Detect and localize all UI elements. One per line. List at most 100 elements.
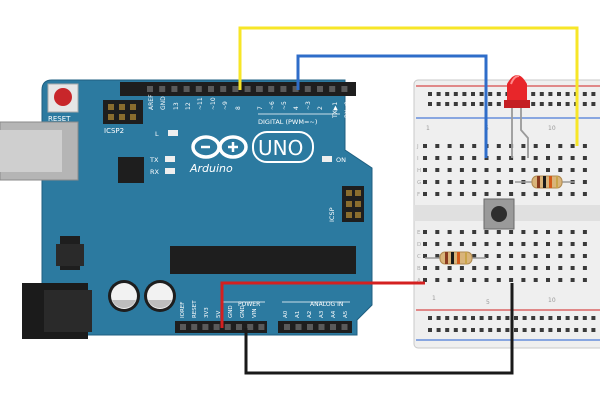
- pin-label-tx: TX▶1: [332, 102, 339, 119]
- breadboard-hole: [591, 316, 596, 320]
- breadboard-hole: [558, 168, 563, 172]
- breadboard-hole: [496, 192, 501, 196]
- power-pin-labels: IOREF RESET 3V3 5V GND GND VIN: [180, 300, 258, 318]
- top-rail-holes: [428, 92, 596, 106]
- breadboard-hole: [435, 168, 440, 172]
- resistor-top-band: [549, 176, 552, 188]
- resistor-top-band: [537, 176, 540, 188]
- breadboard-hole: [582, 168, 587, 172]
- arduino-logo-icon: [191, 135, 248, 159]
- breadboard-hole: [447, 266, 452, 270]
- push-button-cap[interactable]: [491, 206, 507, 222]
- breadboard-hole: [496, 316, 501, 320]
- digital-pin: [292, 86, 299, 92]
- tx-led: [165, 156, 175, 162]
- breadboard-hole: [570, 254, 575, 258]
- row-label: A: [417, 278, 421, 284]
- breadboard-hole: [505, 328, 510, 332]
- digital-pin: [208, 86, 214, 92]
- breadboard-hole: [472, 156, 477, 160]
- breadboard-hole: [521, 168, 526, 172]
- breadboard-hole: [423, 168, 427, 172]
- pin-label-rx: RX◀0: [344, 101, 351, 118]
- push-button[interactable]: [483, 198, 515, 230]
- breadboard-hole: [565, 102, 570, 106]
- breadboard-hole: [533, 192, 538, 196]
- pin-label-5: ~5: [281, 101, 288, 110]
- digital-header-pins: [147, 86, 348, 92]
- led-flange: [504, 100, 530, 108]
- digital-pin: [256, 86, 262, 92]
- power-label: POWER: [238, 301, 260, 308]
- breadboard-hole: [472, 144, 477, 148]
- breadboard-hole: [496, 144, 501, 148]
- pin-label-10: ~10: [210, 97, 217, 110]
- breadboard-hole: [521, 144, 526, 148]
- breadboard-hole: [445, 92, 450, 96]
- model-label: UNO: [258, 136, 303, 160]
- reset-button-cap[interactable]: [54, 88, 72, 106]
- usb-connector-inner: [0, 130, 62, 172]
- reset-label: RESET: [48, 115, 71, 123]
- breadboard-hole: [522, 316, 527, 320]
- breadboard-hole: [570, 278, 575, 282]
- breadboard-hole: [574, 328, 579, 332]
- analog-label: ANALOG IN: [310, 301, 343, 308]
- breadboard-hole: [496, 156, 501, 160]
- breadboard-hole: [445, 102, 450, 106]
- breadboard-hole: [471, 328, 475, 332]
- usb-controller-chip: [118, 157, 144, 183]
- row-label: E: [417, 230, 421, 236]
- pin-label-a4: A4: [331, 310, 337, 318]
- pin-label-a2: A2: [307, 311, 313, 318]
- breadboard-hole: [514, 316, 518, 320]
- breadboard-hole: [459, 266, 464, 270]
- icsp2-pin: [130, 104, 136, 110]
- digital-pin: [147, 86, 153, 92]
- breadboard-hole: [582, 254, 587, 258]
- row-label: D: [417, 242, 421, 248]
- icsp-pin: [346, 212, 352, 218]
- breadboard-hole: [548, 92, 553, 96]
- icsp-pin: [346, 201, 352, 207]
- breadboard-hole: [570, 192, 575, 196]
- rx-led: [165, 168, 175, 174]
- breadboard-hole: [533, 156, 538, 160]
- breadboard-hole: [496, 230, 501, 234]
- voltage-regulator-body: [56, 244, 84, 266]
- breadboard-hole: [521, 192, 526, 196]
- breadboard-hole: [447, 156, 452, 160]
- breadboard-hole: [488, 328, 493, 332]
- breadboard-hole: [484, 230, 489, 234]
- on-led: [322, 156, 332, 162]
- pin-label-9: ~9: [222, 101, 229, 110]
- breadboard-hole: [570, 266, 575, 270]
- breadboard-hole: [582, 144, 587, 148]
- breadboard-hole: [557, 328, 561, 332]
- breadboard-hole: [435, 156, 440, 160]
- breadboard-hole: [509, 254, 514, 258]
- breadboard-hole: [539, 328, 544, 332]
- breadboard-hole: [546, 278, 550, 282]
- breadboard-hole: [496, 254, 501, 258]
- wire-red: [220, 281, 425, 328]
- breadboard-hole: [436, 102, 441, 106]
- breadboard-hole: [423, 144, 427, 148]
- pin-label-8: 8: [235, 106, 242, 110]
- icsp2-pin: [130, 114, 136, 120]
- breadboard-hole: [488, 102, 493, 106]
- breadboard-hole: [453, 92, 458, 96]
- breadboard-hole: [570, 156, 575, 160]
- breadboard-hole: [509, 168, 514, 172]
- resistor-top-band: [543, 176, 546, 188]
- breadboard-hole: [453, 102, 458, 106]
- digital-pin: [220, 86, 227, 92]
- power-pin: [202, 324, 209, 330]
- breadboard-hole: [558, 156, 563, 160]
- breadboard-hole: [435, 278, 440, 282]
- breadboard-hole: [509, 144, 514, 148]
- breadboard-hole: [557, 316, 561, 320]
- power-pin: [258, 324, 265, 330]
- breadboard-hole: [496, 92, 501, 96]
